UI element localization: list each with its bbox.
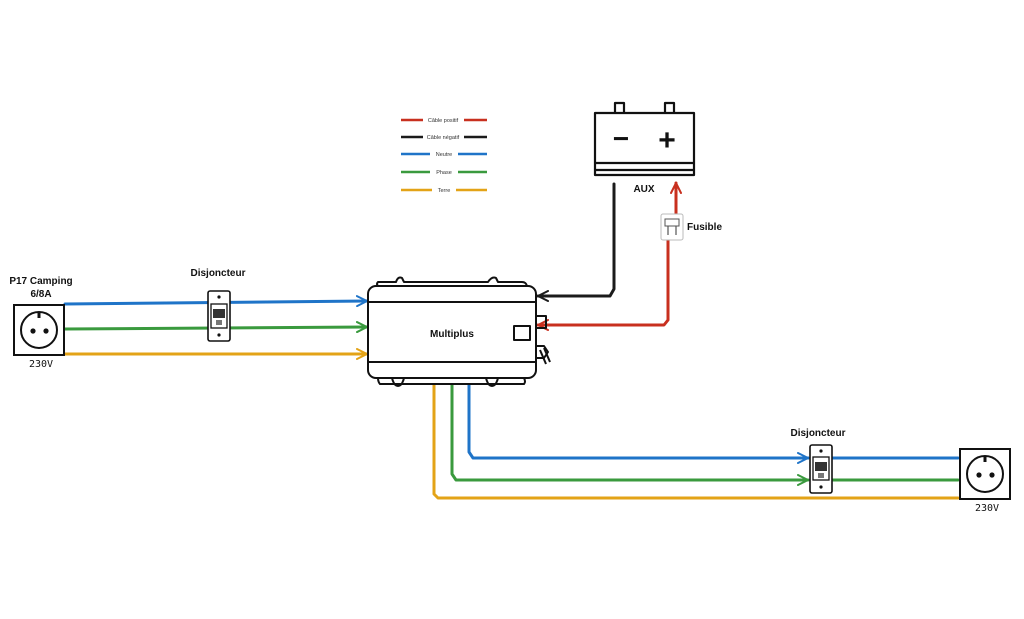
- circuit-breaker-icon: [207, 290, 231, 342]
- legend-item-phase: Phase: [401, 170, 487, 176]
- inverter-charger-icon: [367, 276, 551, 387]
- breaker-input: Disjoncteur: [190, 268, 246, 342]
- legend-item-neutral: Neutre: [401, 152, 487, 158]
- battery-label: AUX: [633, 184, 654, 195]
- battery-plus-symbol: +: [658, 124, 676, 157]
- wire-battery-positive-lower: [536, 238, 670, 331]
- input-socket-title: P17 Camping: [9, 276, 72, 287]
- breaker-output-label: Disjoncteur: [790, 428, 845, 439]
- wires: [63, 181, 960, 500]
- battery: − + AUX: [593, 101, 696, 195]
- input-socket: P17 Camping 6/8A 230V: [9, 276, 72, 370]
- legend-label-neutral: Neutre: [436, 152, 453, 158]
- legend-label-positive: Câble positif: [428, 118, 459, 124]
- legend: Câble positif Câble négatif Neutre Phase…: [401, 118, 487, 194]
- output-socket-voltage: 230V: [975, 503, 999, 514]
- wire-battery-negative: [536, 182, 616, 302]
- battery-icon: [593, 101, 696, 177]
- battery-minus-symbol: −: [613, 123, 629, 154]
- output-socket: 230V: [959, 448, 1011, 514]
- power-socket-icon: [959, 448, 1011, 500]
- input-socket-rating: 6/8A: [30, 289, 51, 300]
- legend-label-phase: Phase: [436, 170, 452, 176]
- inverter-label: Multiplus: [430, 329, 474, 340]
- power-socket-icon: [13, 304, 65, 356]
- breaker-output: Disjoncteur: [790, 428, 846, 494]
- fuse-label: Fusible: [687, 222, 722, 233]
- input-socket-voltage: 230V: [29, 359, 53, 370]
- inverter: Multiplus: [367, 276, 551, 387]
- breaker-input-label: Disjoncteur: [190, 268, 245, 279]
- circuit-breaker-icon: [809, 444, 833, 494]
- legend-item-earth: Terre: [401, 188, 487, 194]
- fuse-icon: [660, 213, 684, 241]
- fuse: Fusible: [660, 213, 722, 241]
- wire-output-neutral: [467, 379, 810, 460]
- wire-output-phase: [450, 379, 810, 486]
- legend-item-negative: Câble négatif: [401, 135, 487, 141]
- legend-item-positive: Câble positif: [401, 118, 487, 124]
- wire-output-earth: [432, 379, 960, 500]
- legend-label-negative: Câble négatif: [427, 135, 460, 141]
- legend-label-earth: Terre: [438, 188, 451, 194]
